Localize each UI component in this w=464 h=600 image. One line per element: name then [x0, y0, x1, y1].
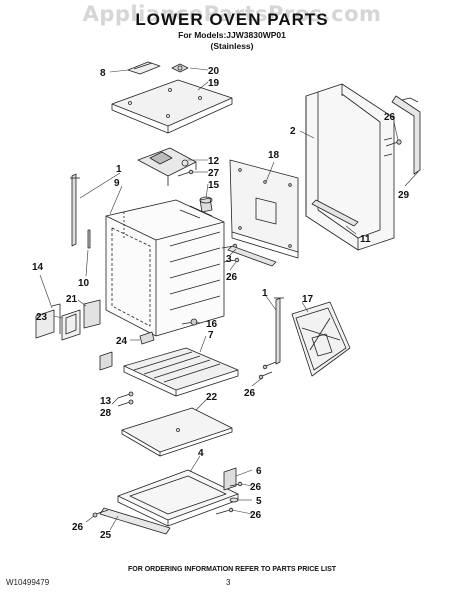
- callout-26-lower-right-b: 26: [250, 510, 262, 521]
- page-title: LOWER OVEN PARTS: [135, 10, 329, 29]
- watermark-text: AppliancePartsPros.com: [82, 2, 382, 26]
- part-8-bracket: [127, 61, 161, 75]
- callout-26-lower-right-a: 26: [250, 482, 262, 493]
- callout-18: 18: [268, 150, 280, 161]
- part-28-screw: [117, 399, 134, 407]
- part-27-screw: [177, 169, 194, 177]
- part-14-light-assembly: [35, 303, 61, 339]
- part-7-rack: [123, 347, 239, 397]
- part-1-rod-upper: [70, 173, 80, 247]
- leader-lines: [39, 67, 419, 531]
- part-bracket-left-small: [99, 351, 113, 371]
- callout-29: 29: [398, 190, 410, 201]
- part-1-rod-lower: [274, 297, 284, 365]
- part-20-nut: [171, 63, 189, 73]
- callout-3: 3: [226, 254, 232, 265]
- part-29-side-trim: [391, 95, 421, 175]
- callout-17: 17: [302, 294, 314, 305]
- part-26-screw-lower-right-b: [215, 507, 234, 515]
- part-5-washer: [229, 497, 239, 503]
- part-24-clip: [139, 331, 155, 345]
- callout-28: 28: [100, 408, 112, 419]
- callout-19: 19: [208, 78, 220, 89]
- callout-11: 11: [360, 234, 371, 245]
- callout-2: 2: [290, 126, 296, 137]
- part-18-frame-panel: [229, 159, 299, 259]
- callout-16: 16: [206, 319, 218, 330]
- part-10-pin: [87, 229, 91, 249]
- part-15-sensor: [199, 196, 213, 213]
- part-12-latch-assembly: [137, 147, 197, 186]
- ordering-note: FOR ORDERING INFORMATION REFER TO PARTS …: [127, 566, 337, 573]
- callout-21: 21: [66, 294, 78, 305]
- callout-12: 12: [208, 156, 220, 167]
- callout-15: 15: [208, 180, 220, 191]
- callout-6: 6: [256, 466, 262, 477]
- callout-26-lower-left: 26: [72, 522, 84, 533]
- part-19-top-panel: [111, 79, 233, 134]
- callout-13: 13: [100, 396, 112, 407]
- part-26-screw-lower-right-a: [229, 481, 243, 487]
- model-line: For Models:JJW3830WP01: [178, 30, 286, 40]
- part-9-oven-cavity: [105, 199, 225, 337]
- callout-8: 8: [100, 68, 106, 79]
- callout-7: 7: [208, 330, 214, 341]
- part-26-screws-mid-right: [258, 361, 277, 380]
- page-number: 3: [226, 578, 231, 587]
- callout-1-upper: 1: [116, 164, 122, 175]
- callout-24: 24: [116, 336, 128, 347]
- callout-20: 20: [208, 66, 220, 77]
- part-23-lens: [61, 309, 81, 341]
- callout-26-upper-right: 26: [384, 112, 396, 123]
- callout-23: 23: [36, 312, 48, 323]
- callout-4: 4: [198, 448, 204, 459]
- part-2-oven-wrap: [305, 83, 395, 251]
- part-4-bottom-frame: [117, 469, 239, 527]
- document-code: W10499479: [6, 578, 50, 587]
- part-13-screw: [117, 391, 134, 399]
- part-17-grate-panel: [291, 301, 351, 377]
- callout-1-lower: 1: [262, 288, 268, 299]
- finish-line: (Stainless): [210, 41, 254, 51]
- callout-10: 10: [78, 278, 90, 289]
- callout-14: 14: [32, 262, 44, 273]
- part-22-panel: [121, 407, 233, 457]
- part-6-bracket: [223, 467, 237, 491]
- callout-9: 9: [114, 178, 120, 189]
- callout-25: 25: [100, 530, 112, 541]
- callout-27: 27: [208, 168, 220, 179]
- part-26-screw-mid: [223, 257, 240, 263]
- callout-5: 5: [256, 496, 262, 507]
- callout-22: 22: [206, 392, 218, 403]
- part-strip-under-frame: [227, 245, 277, 267]
- callout-26-mid: 26: [226, 272, 238, 283]
- part-26-screw-upper-right: [385, 139, 402, 147]
- callout-26-mid-right: 26: [244, 388, 256, 399]
- part-21-housing: [83, 299, 101, 329]
- part-11-strip: [311, 199, 359, 227]
